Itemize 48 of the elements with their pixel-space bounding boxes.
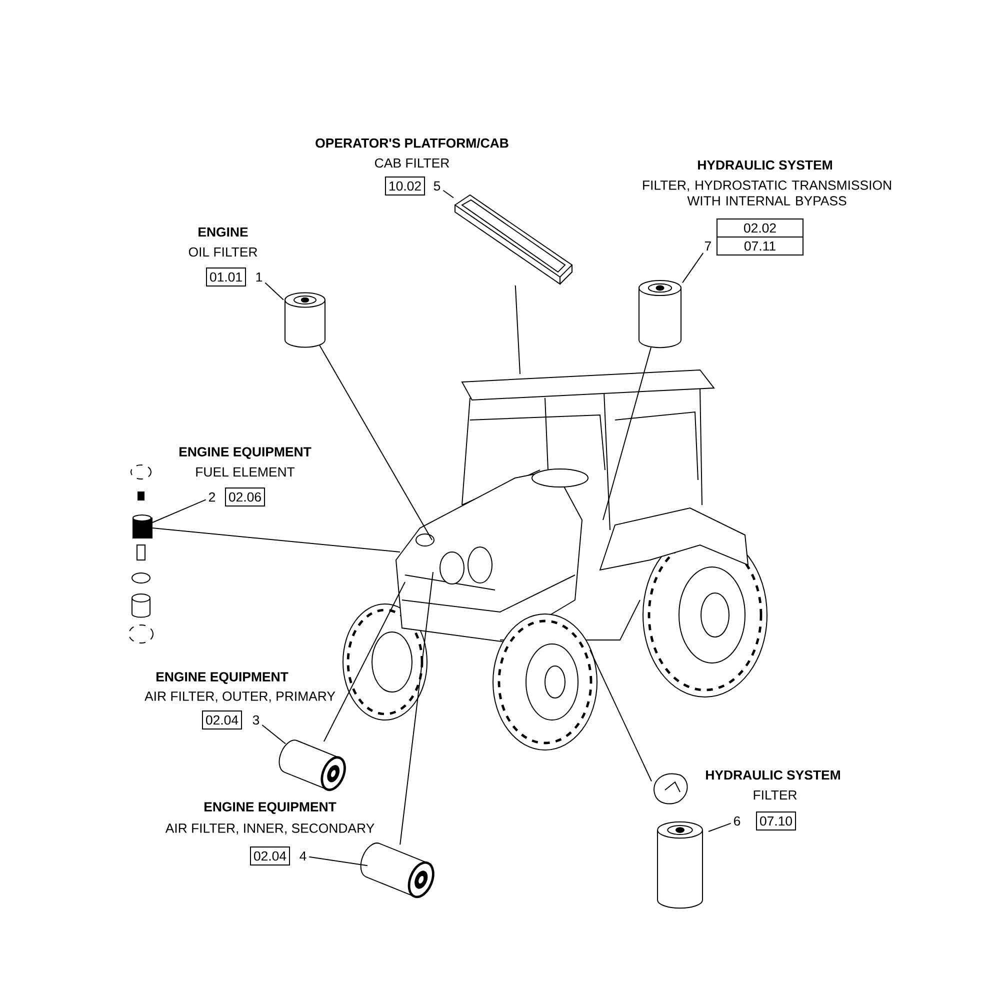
leader-line	[152, 499, 206, 523]
callout-number: 7	[705, 241, 712, 251]
section-heading: ENGINE EQUIPMENT	[204, 802, 336, 814]
part-name: CAB FILTER	[375, 158, 450, 168]
leader-line	[319, 345, 432, 540]
leader-line	[400, 572, 434, 845]
reference-box: 02.04	[202, 710, 242, 730]
air-filter-drawing	[360, 842, 434, 898]
section-heading: ENGINE	[198, 227, 248, 237]
leader-line	[323, 582, 406, 742]
part-name: FILTER	[754, 790, 797, 800]
reference-box: 07.11	[716, 236, 804, 256]
reference-box: 01.01	[206, 268, 246, 286]
callout-number: 6	[734, 816, 740, 826]
leader-line	[152, 528, 400, 552]
reference-box: 10.02	[385, 176, 426, 196]
section-heading: ENGINE EQUIPMENT	[156, 672, 288, 684]
leader-line	[442, 190, 454, 198]
callout-number: 1	[256, 272, 262, 282]
section-heading: HYDRAULIC SYSTEM	[698, 160, 832, 170]
leader-line	[308, 856, 368, 866]
reference-box: 07.10	[756, 812, 796, 830]
leader-line	[514, 285, 520, 374]
section-heading: ENGINE EQUIPMENT	[180, 447, 312, 459]
section-heading: HYDRAULIC SYSTEM	[706, 770, 840, 780]
reference-box: 02.04	[250, 846, 290, 866]
leader-line	[262, 724, 286, 744]
callout-number: 5	[434, 181, 440, 191]
section-heading: OPERATOR'S PLATFORM/CAB	[316, 138, 508, 148]
leader-line	[708, 822, 732, 832]
filter-drawing	[638, 280, 682, 348]
reference-box: 02.02	[716, 218, 804, 238]
callout-number: 4	[300, 851, 306, 861]
tractor-drawing	[342, 369, 768, 750]
part-name: FILTER, HYDROSTATIC TRANSMISSION WITH INTERNAL BYPASS	[643, 180, 891, 206]
reference-box: 02.06	[224, 488, 266, 506]
leader-line	[602, 347, 652, 520]
part-name: AIR FILTER, INNER, SECONDARY	[165, 824, 374, 834]
leader-line	[682, 252, 704, 284]
part-name: AIR FILTER, OUTER, PRIMARY	[144, 692, 336, 702]
leader-line	[264, 282, 284, 300]
fuel-element-drawing	[132, 514, 152, 538]
leader-line	[590, 650, 652, 782]
callout-number: 2	[209, 492, 216, 502]
oil-filter-drawing	[284, 292, 326, 348]
air-filter-drawing	[278, 740, 346, 792]
filter-drawing	[654, 773, 703, 909]
callout-number: 3	[252, 715, 260, 725]
